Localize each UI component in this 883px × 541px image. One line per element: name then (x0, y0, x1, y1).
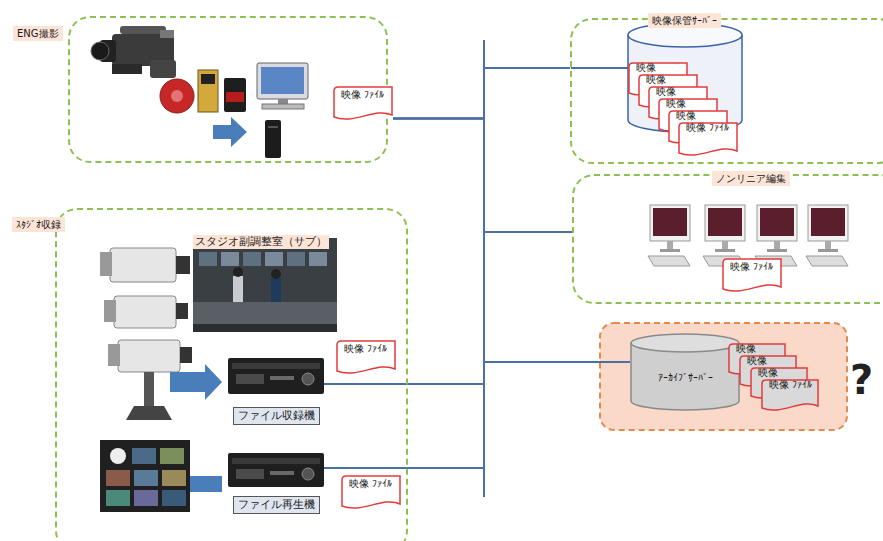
file-icon: 映像 ﾌｧｲﾙ (333, 86, 393, 122)
file-icon: 映像 ﾌｧｲﾙ (761, 379, 819, 413)
media-icons (160, 70, 246, 113)
region-group: ノンリニア編集映像 ﾌｧｲﾙ (572, 174, 883, 304)
question-mark: ? (850, 358, 873, 402)
file-label: 映像 (628, 62, 688, 73)
workstation-icons (648, 205, 848, 266)
device-label: ファイル収録機 (233, 407, 320, 425)
file-label: 映像 (658, 98, 718, 109)
region-group: 映像保管ｻｰﾊﾞｰ映像映像映像映像映像映像 ﾌｧｲﾙ (570, 18, 883, 164)
archive-server: ｱｰｶｲﾌﾞｻｰﾊﾞｰ (630, 333, 740, 411)
file-icon: 映像 ﾌｧｲﾙ (678, 122, 738, 158)
file-label: 映像 (668, 110, 728, 121)
network-link (324, 362, 630, 468)
network-link (393, 118, 630, 362)
server-label: ｱｰｶｲﾌﾞｻｰﾊﾞｰ (658, 360, 713, 384)
file-label: 映像 (750, 367, 808, 378)
control-room-photo: スタジオ副調整室（サブ） (193, 230, 337, 332)
studio-camera-icon (100, 248, 192, 420)
network-link (393, 118, 572, 232)
network-link (324, 232, 572, 468)
file-label: 映像 ﾌｧｲﾙ (341, 478, 401, 489)
file-label: 映像 ﾌｧｲﾙ (333, 89, 393, 100)
computer-icon (257, 63, 308, 158)
network-link (393, 68, 570, 118)
group-heading: ENG撮影 (13, 26, 63, 41)
recorder-device: ファイル収録機 (228, 358, 324, 428)
group-heading: 映像保管ｻｰﾊﾞｰ (648, 13, 721, 28)
file-label: 映像 ﾌｧｲﾙ (722, 261, 782, 272)
region-group: ｽﾀｼﾞｵ収録スタジオ副調整室（サブ）映像 ﾌｧｲﾙファイル収録機映像 ﾌｧｲﾙ… (55, 208, 408, 541)
flow-arrow (213, 117, 247, 147)
file-label: 映像 ﾌｧｲﾙ (678, 122, 738, 133)
group-heading: ｽﾀｼﾞｵ収録 (12, 217, 65, 232)
file-label: 映像 (739, 355, 797, 366)
photo-caption: スタジオ副調整室（サブ） (193, 235, 329, 249)
archive-panel (600, 323, 847, 430)
server-wire (571, 67, 630, 69)
file-label: 映像 ﾌｧｲﾙ (336, 343, 396, 354)
network-link (324, 68, 570, 384)
file-label: 映像 (728, 343, 786, 354)
file-icon: 映像 ﾌｧｲﾙ (336, 340, 396, 376)
file-label: 映像 (638, 74, 698, 85)
file-label: 映像 ﾌｧｲﾙ (761, 379, 819, 390)
monitor-wall-photo (100, 440, 190, 512)
network-link (324, 68, 570, 468)
file-icon: 映像 ﾌｧｲﾙ (722, 258, 782, 294)
device-label: ファイル再生機 (233, 496, 320, 514)
group-heading: ノンリニア編集 (712, 171, 790, 186)
player-device: ファイル再生機 (228, 453, 324, 516)
file-icon: 映像 ﾌｧｲﾙ (341, 475, 401, 511)
flow-arrow (170, 364, 222, 400)
camcorder-icon (91, 26, 176, 78)
file-label: 映像 (648, 86, 708, 97)
region-group: ENG撮影映像 ﾌｧｲﾙ (68, 16, 388, 163)
